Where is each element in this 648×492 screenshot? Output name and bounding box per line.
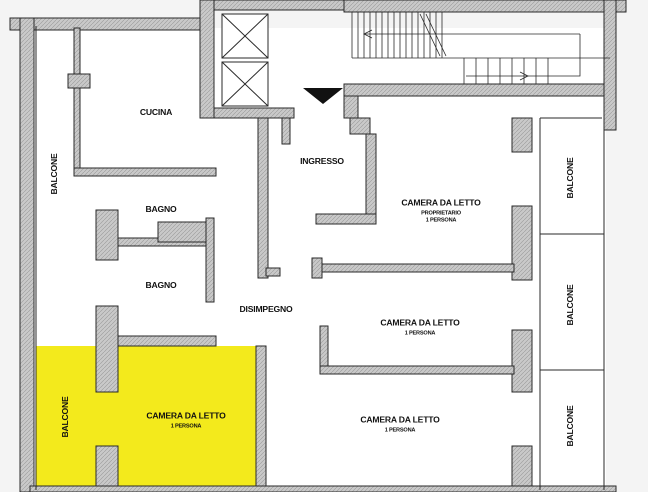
wall-bath-column-3 (95, 445, 119, 491)
wall-top-left (9, 17, 201, 31)
wall-kitchen-bottom (73, 167, 217, 177)
wall-left-outer (19, 17, 35, 492)
wall-ingresso-col (281, 117, 291, 145)
wall-ingresso-top (349, 117, 371, 135)
walls (9, 0, 627, 492)
wall-stair-mid (343, 83, 615, 97)
wall-bedroom-2-bottom (319, 365, 515, 375)
label-disimpegno: DISIMPEGNO (239, 304, 293, 315)
staircase (351, 12, 610, 84)
entrance-arrow-icon (303, 88, 343, 104)
camera-4-line1: 1 PERSONA (384, 427, 416, 434)
label-ingresso: INGRESSO (300, 156, 344, 167)
elevator-shafts (221, 13, 269, 107)
label-camera-4: CAMERA DA LETTO 1 PERSONA (360, 410, 439, 435)
camera-1-name: CAMERA DA LETTO (401, 197, 481, 208)
wall-core-inner (213, 107, 295, 119)
label-bagno-2: BAGNO (145, 280, 177, 291)
wall-kitchen-nub (67, 73, 91, 89)
wall-bath-bottom (117, 335, 217, 347)
camera-3-name: CAMERA DA LETTO (146, 410, 226, 421)
wall-bedroom-2-left (319, 325, 329, 373)
label-balcone-right-1: BALCONE (565, 157, 576, 199)
wall-corridor-stub (265, 267, 281, 277)
camera-2-name: CAMERA DA LETTO (380, 317, 460, 328)
wall-ingresso-right (365, 133, 377, 225)
label-camera-3: CAMERA DA LETTO 1 PERSONA (146, 406, 225, 431)
wall-bedroom-1-bottom (317, 263, 515, 273)
label-balcone-left-bottom: BALCONE (60, 396, 71, 438)
wall-stair-top (343, 0, 627, 13)
wall-corridor-left (257, 117, 269, 279)
wall-right-column-1 (511, 117, 533, 153)
wall-bath-column-2 (95, 305, 119, 393)
balcony-railings (35, 26, 605, 490)
wall-right-outer (603, 0, 617, 131)
wall-bottom (29, 485, 617, 492)
label-camera-2: CAMERA DA LETTO 1 PERSONA (380, 313, 459, 338)
wall-right-column-4 (511, 445, 533, 492)
highlighted-bedroom (36, 346, 259, 488)
label-cucina: CUCINA (139, 107, 173, 118)
wall-bath-step (157, 221, 213, 243)
label-balcone-right-2: BALCONE (565, 284, 576, 326)
wall-bath-column-1 (95, 209, 119, 261)
wall-core-top (199, 0, 349, 11)
wall-corridor-left-lower (255, 345, 267, 491)
wall-right-column-2 (511, 205, 533, 281)
label-balcone-right-3: BALCONE (565, 405, 576, 447)
wall-core-left (199, 0, 215, 119)
wall-bedroom-1-stub (311, 257, 323, 279)
label-balcone-left-top: BALCONE (49, 153, 60, 195)
wall-stair-bottom-left (343, 95, 359, 119)
wall-kitchen-left (73, 27, 81, 175)
camera-1-line1: PROPRIETARIO (421, 210, 461, 217)
wall-bath-right (205, 217, 215, 303)
wall-right-column-3 (511, 329, 533, 393)
wall-ingresso-bottom (315, 213, 377, 225)
label-camera-1: CAMERA DA LETTO PROPRIETARIO 1 PERSONA (401, 192, 480, 223)
camera-1-line2: 1 PERSONA (425, 217, 457, 224)
label-bagno-1: BAGNO (145, 204, 177, 215)
camera-4-name: CAMERA DA LETTO (360, 414, 440, 425)
camera-2-line1: 1 PERSONA (404, 330, 436, 337)
camera-3-line1: 1 PERSONA (170, 423, 202, 430)
